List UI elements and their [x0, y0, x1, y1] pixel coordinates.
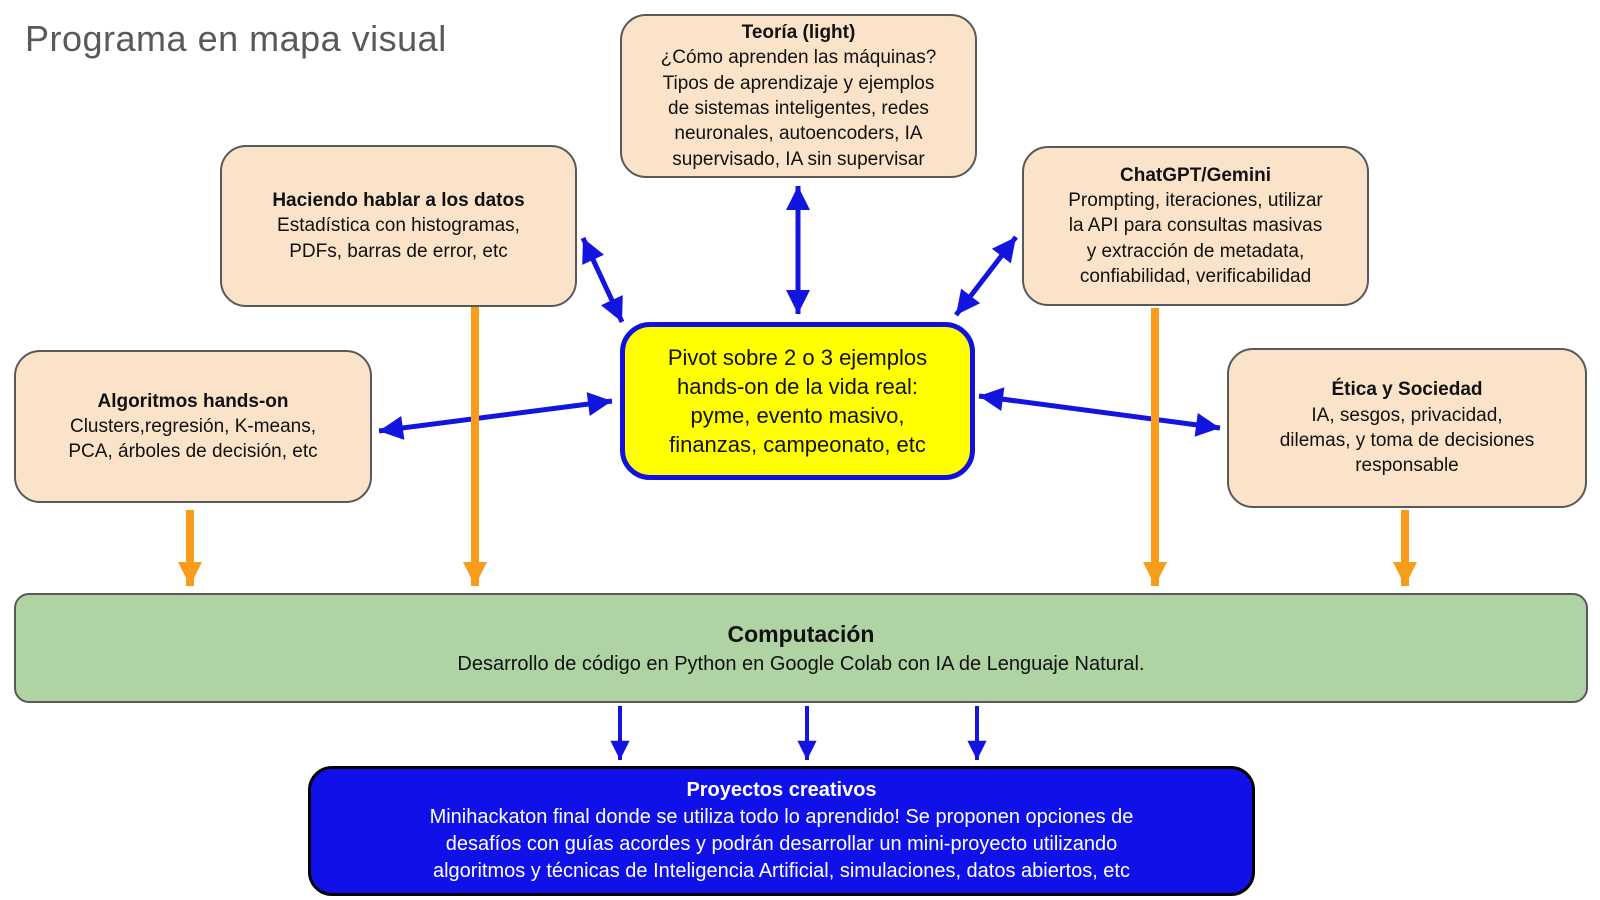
node-computacion-title: Computación [727, 620, 875, 647]
arrow-chatgpt-pivot [954, 235, 1018, 317]
node-pivot-body: Pivot sobre 2 o 3 ejemplos hands-on de l… [667, 344, 928, 458]
node-teoria-title: Teoría (light) [741, 22, 856, 44]
node-chatgpt: ChatGPT/Gemini Prompting, iteraciones, u… [1022, 146, 1369, 306]
page-title: Programa en mapa visual [25, 18, 447, 59]
node-computacion-body: Desarrollo de código en Python en Google… [457, 653, 1145, 676]
arrow-datos-pivot [580, 236, 625, 324]
arrow-pivot-etica [978, 387, 1221, 437]
arrow-algoritmos-pivot [378, 392, 613, 440]
node-chatgpt-body: Prompting, iteraciones, utilizar la API … [1068, 190, 1323, 287]
node-datos-title: Haciendo hablar a los datos [272, 190, 525, 212]
node-etica-title: Ética y Sociedad [1331, 379, 1483, 401]
node-computacion: Computación Desarrollo de código en Pyth… [14, 593, 1588, 703]
node-algoritmos-body: Clusters,regresión, K-means, PCA, árbole… [68, 415, 318, 463]
node-teoria: Teoría (light) ¿Cómo aprenden las máquin… [620, 14, 977, 178]
node-proyectos-body: Minihackaton final donde se utiliza todo… [429, 806, 1134, 882]
node-algoritmos-title: Algoritmos hands-on [97, 390, 289, 412]
node-pivot: Pivot sobre 2 o 3 ejemplos hands-on de l… [620, 322, 975, 480]
node-etica-body: IA, sesgos, privacidad, dilemas, y toma … [1279, 404, 1535, 477]
node-chatgpt-title: ChatGPT/Gemini [1120, 164, 1271, 186]
node-datos: Haciendo hablar a los datos Estadística … [220, 145, 577, 307]
node-teoria-body: ¿Cómo aprenden las máquinas? Tipos de ap… [660, 47, 937, 170]
node-proyectos-title: Proyectos creativos [686, 779, 877, 801]
node-proyectos: Proyectos creativos Minihackaton final d… [308, 766, 1255, 896]
node-etica: Ética y Sociedad IA, sesgos, privacidad,… [1227, 348, 1587, 508]
node-algoritmos: Algoritmos hands-on Clusters,regresión, … [14, 350, 372, 503]
node-datos-body: Estadística con histogramas, PDFs, barra… [277, 215, 520, 262]
